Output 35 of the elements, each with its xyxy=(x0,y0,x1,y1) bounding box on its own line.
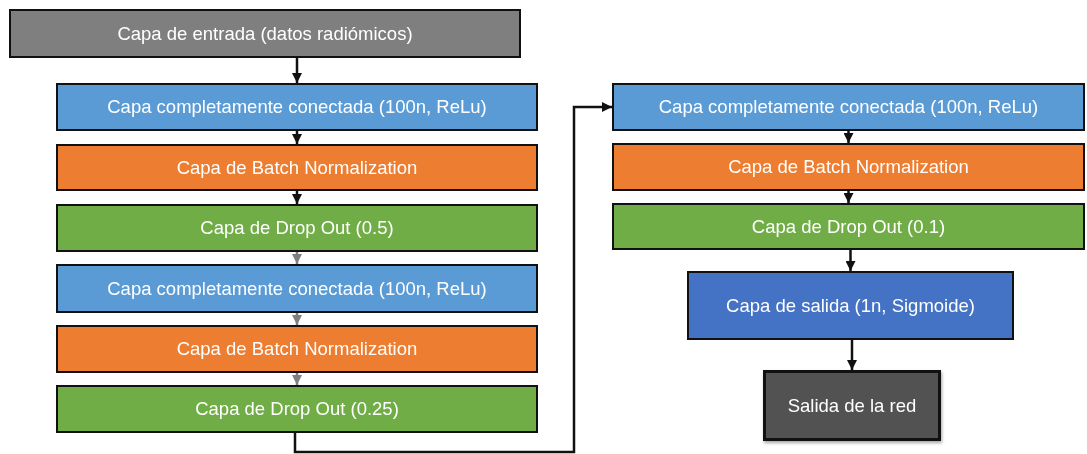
arrow xyxy=(292,252,302,264)
arrow xyxy=(843,191,854,203)
normalization-layer-box xyxy=(56,144,538,191)
normalization-layer-box xyxy=(612,143,1085,191)
layer-label: Capa completamente conectada (100n, ReLu) xyxy=(657,95,1040,119)
arrow xyxy=(292,313,302,325)
normalization-layer-box xyxy=(56,325,538,373)
arrow xyxy=(292,58,302,83)
layer-label: Capa de salida (1n, Sigmoide) xyxy=(725,293,976,318)
arrow xyxy=(292,191,302,204)
dense-layer-box xyxy=(56,83,538,131)
layer-label: Capa de Drop Out (0.5) xyxy=(199,216,395,240)
arrow xyxy=(847,340,857,370)
dropout-layer-box xyxy=(612,203,1085,250)
dropout-layer-box xyxy=(56,204,538,252)
arrow xyxy=(845,250,856,271)
layer-label: Capa completamente conectada (100n, ReLu) xyxy=(106,276,488,301)
input-layer-box xyxy=(9,9,521,58)
arrow xyxy=(843,131,854,143)
layer-label: Salida de la red xyxy=(786,393,918,418)
layer-label: Capa de Drop Out (0.1) xyxy=(750,214,947,239)
result-box xyxy=(763,370,941,441)
layer-label: Capa de Batch Normalization xyxy=(727,155,970,179)
layer-label: Capa de Drop Out (0.25) xyxy=(194,397,400,421)
dense-layer-box xyxy=(56,264,538,313)
layer-label: Capa completamente conectada (100n, ReLu) xyxy=(106,95,488,119)
output-layer-box xyxy=(687,271,1014,340)
dense-layer-box xyxy=(612,83,1085,131)
layer-label: Capa de entrada (datos radiómicos) xyxy=(116,21,414,46)
arrow xyxy=(293,102,612,454)
layer-label: Capa de Batch Normalization xyxy=(175,337,419,361)
layer-label: Capa de Batch Normalization xyxy=(175,155,419,180)
arrow xyxy=(292,131,302,144)
dropout-layer-box xyxy=(56,385,538,433)
arrow xyxy=(292,373,302,385)
